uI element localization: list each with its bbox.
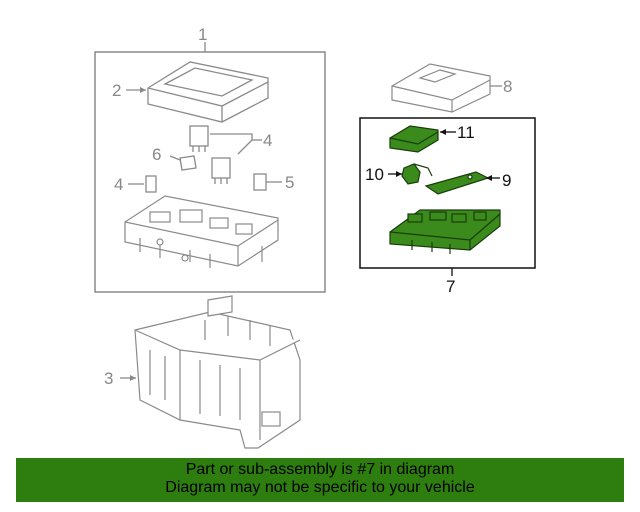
callout-2-arrow <box>140 87 146 93</box>
part-10-connector <box>401 163 433 185</box>
callout-8: 8 <box>503 77 512 96</box>
callout-9-arrow <box>486 175 492 181</box>
callout-1: 1 <box>198 25 207 44</box>
callout-4-leader-top <box>210 133 253 155</box>
callout-2: 2 <box>112 81 121 100</box>
banner-line-2: Diagram may not be specific to your vehi… <box>165 479 475 496</box>
callout-4-left: 4 <box>114 175 123 194</box>
banner-line-1: Part or sub-assembly is #7 in diagram <box>185 461 455 478</box>
callout-11: 11 <box>457 123 475 142</box>
part-7-fuse-block <box>389 209 501 254</box>
part-2-cover <box>147 61 269 123</box>
callout-5: 5 <box>285 173 294 192</box>
callout-3: 3 <box>104 369 113 388</box>
part-4-relay-mid <box>211 157 231 184</box>
callout-9: 9 <box>502 171 511 190</box>
part-11-cover <box>389 125 439 153</box>
callout-7: 7 <box>446 277 455 296</box>
assembly-1-frame <box>94 51 326 293</box>
part-8-module <box>391 63 491 113</box>
part-5-fuse <box>253 173 267 191</box>
callout-4-top: 4 <box>263 131 272 150</box>
callout-10-arrow <box>396 171 402 177</box>
callout-6: 6 <box>152 145 161 164</box>
callout-3-arrow <box>130 375 136 381</box>
assembly-7-frame <box>359 117 536 269</box>
part-3-bracket <box>134 295 301 449</box>
parts-diagram: 1 2 4 6 4 5 <box>94 25 536 449</box>
part-4-relay-top <box>189 125 209 152</box>
callout-6-leader <box>169 155 181 161</box>
part-9-bracket <box>424 171 490 195</box>
part-4-relay-left <box>145 175 157 193</box>
part-6-mini-relay <box>179 155 197 171</box>
callout-11-arrow <box>440 129 446 135</box>
callout-10: 10 <box>365 165 384 184</box>
info-banner: Part or sub-assembly is #7 in diagram Di… <box>16 458 624 502</box>
fuse-block-base <box>124 195 279 268</box>
